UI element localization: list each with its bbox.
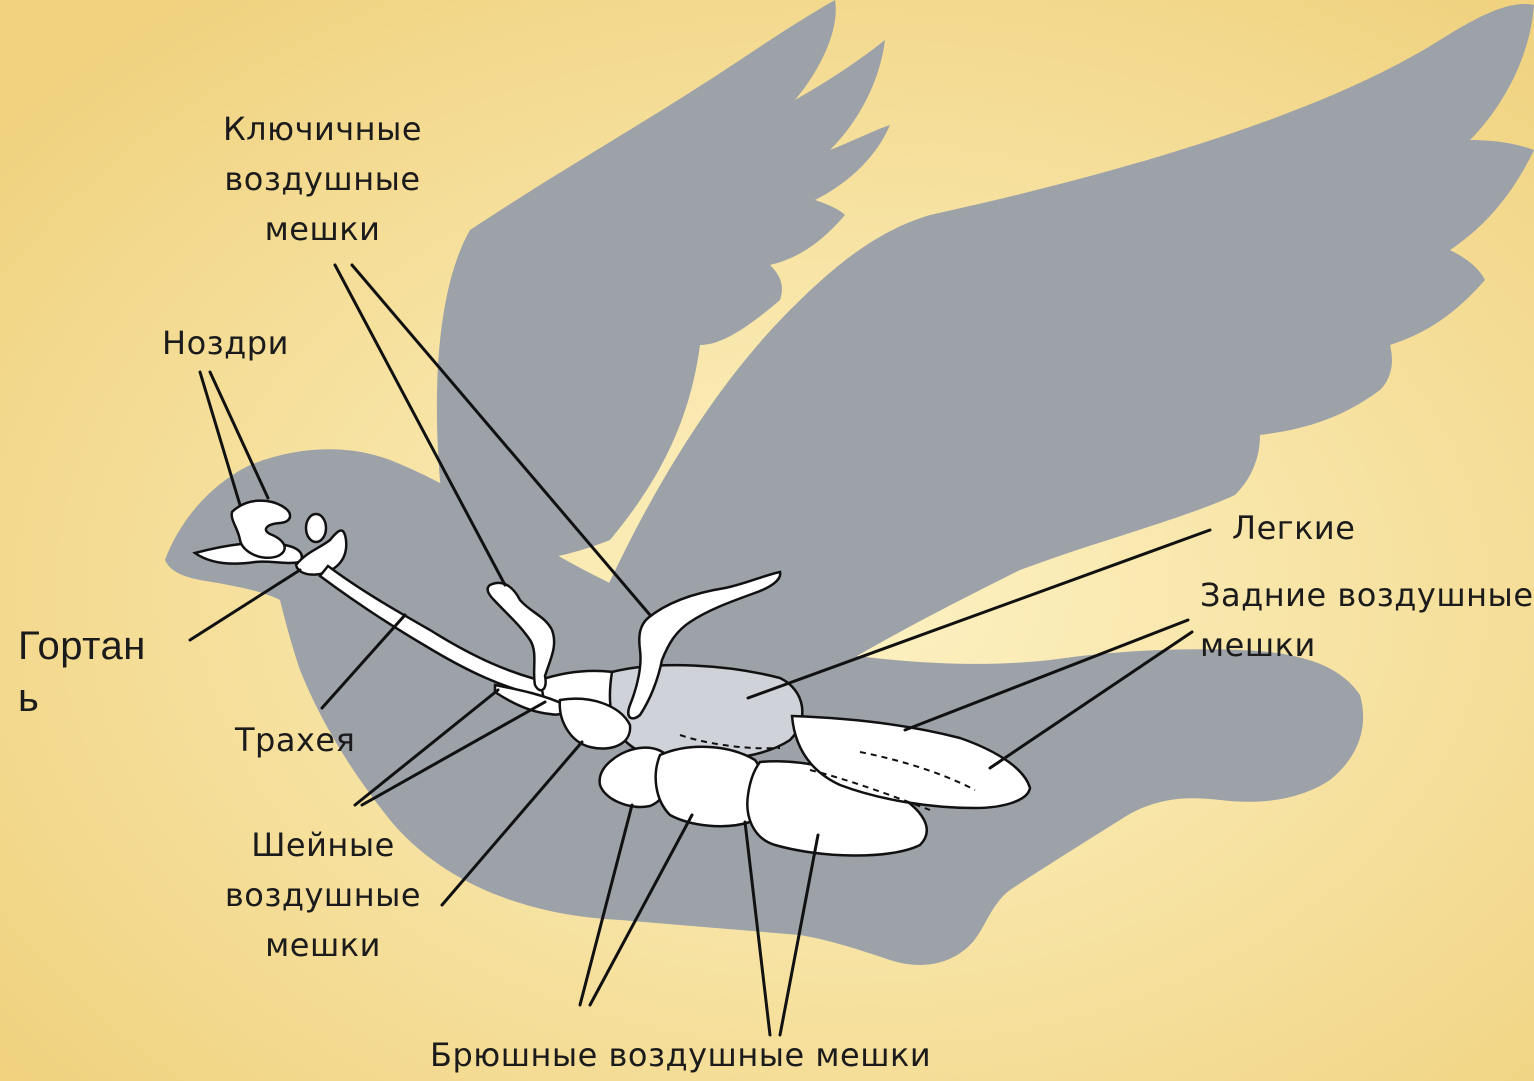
label-nostrils: Ноздри (162, 318, 289, 368)
label-clavicular-air-sacs: Ключичные воздушные мешки (200, 104, 445, 254)
label-lungs: Легкие (1232, 503, 1355, 553)
label-larynx: Гортан ь (18, 620, 146, 724)
label-abdominal-air-sacs: Брюшные воздушные мешки (430, 1030, 931, 1080)
label-trachea: Трахея (235, 715, 355, 765)
label-cervical-air-sacs: Шейные воздушные мешки (208, 820, 438, 970)
eye (306, 514, 326, 542)
label-posterior-air-sacs: Задние воздушные мешки (1200, 570, 1534, 670)
